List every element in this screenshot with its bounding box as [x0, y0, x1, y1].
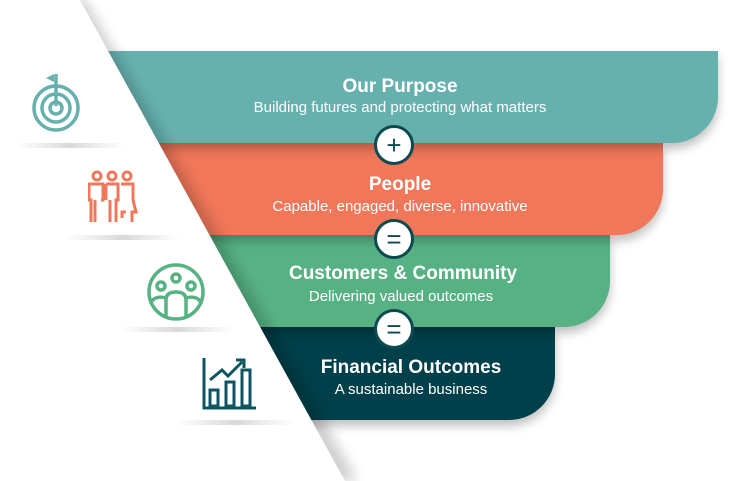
shadow-line — [175, 420, 295, 425]
equals-operator: = — [374, 309, 414, 349]
equals-operator: = — [374, 219, 414, 259]
tier-subtitle: Delivering valued outcomes — [308, 288, 494, 305]
tier-subtitle: A sustainable business — [334, 381, 488, 398]
tier-title: Customers & Community — [288, 263, 518, 284]
target-icon — [32, 74, 80, 132]
community-icon — [147, 263, 205, 321]
tier-title: Financial Outcomes — [320, 357, 502, 378]
plus-operator: + — [374, 125, 414, 165]
growth-chart-icon — [202, 358, 256, 410]
tier-subtitle: Building futures and protecting what mat… — [253, 99, 547, 116]
shadow-line — [65, 235, 180, 240]
tier-title: Our Purpose — [342, 76, 458, 97]
people-icon — [88, 170, 138, 222]
tier-subtitle: Capable, engaged, diverse, innovative — [272, 198, 528, 215]
shadow-line — [120, 327, 235, 332]
shadow-line — [15, 143, 125, 148]
tier-title: People — [368, 174, 432, 195]
